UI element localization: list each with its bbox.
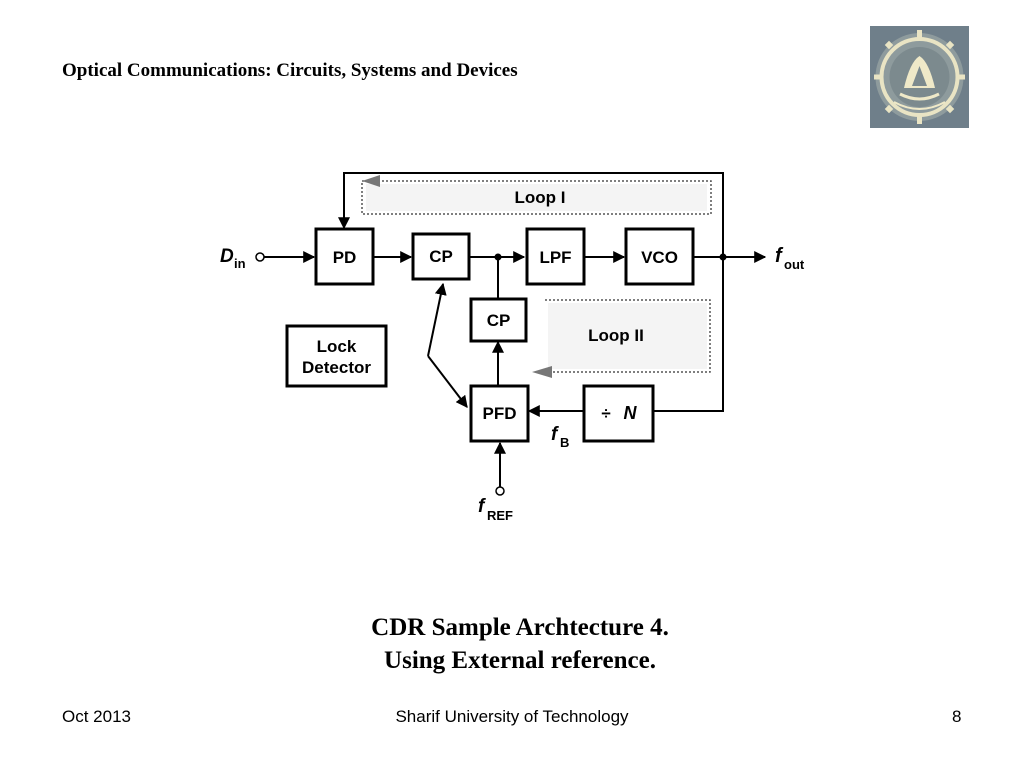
signal-fout-label: f out: [775, 245, 805, 272]
slide-title: Optical Communications: Circuits, System…: [62, 60, 518, 81]
block-divider: ÷ N: [582, 384, 655, 443]
loop-1-path: [338, 172, 724, 257]
footer-institution: Sharif University of Technology: [395, 707, 629, 726]
signal-fb-label: f B: [551, 424, 569, 450]
svg-text:Detector: Detector: [302, 358, 371, 377]
svg-text:PD: PD: [333, 248, 357, 267]
block-cp-top: CP: [411, 232, 471, 281]
svg-text:f: f: [551, 424, 559, 445]
sharif-university-logo: [870, 26, 969, 128]
block-lpf: LPF: [525, 227, 586, 286]
loop-1-label: Loop I: [515, 188, 566, 207]
svg-text:B: B: [560, 435, 569, 450]
page-number: 8: [952, 707, 962, 726]
footer-date: Oct 2013: [62, 707, 131, 726]
svg-text:CP: CP: [429, 247, 453, 266]
svg-text:VCO: VCO: [641, 248, 678, 267]
svg-text:f: f: [478, 496, 486, 517]
block-cp-mid: CP: [469, 297, 528, 343]
svg-text:D: D: [220, 246, 234, 267]
block-pfd: PFD: [469, 384, 530, 443]
signal-din-label: D in: [220, 246, 246, 271]
svg-text:out: out: [784, 257, 805, 272]
block-vco: VCO: [624, 227, 695, 286]
signal-fref-label: f REF: [478, 496, 513, 523]
block-lock-detector: Lock Detector: [285, 324, 388, 388]
svg-text:LPF: LPF: [539, 248, 571, 267]
signal-wires: [264, 251, 767, 488]
svg-text:Lock: Lock: [317, 337, 357, 356]
svg-text:REF: REF: [487, 508, 513, 523]
svg-text:f: f: [775, 245, 784, 267]
loop-2-label: Loop II: [588, 326, 644, 345]
cdr-block-diagram: PD CP LPF VCO CP Lock Detector PFD ÷ N L…: [220, 172, 805, 523]
junction-nodes: [255, 252, 727, 496]
caption-line-1: CDR Sample Archtecture 4.: [371, 614, 669, 641]
svg-text:CP: CP: [487, 311, 511, 330]
loop-2-path: [532, 299, 711, 378]
svg-text:in: in: [234, 256, 246, 271]
svg-text:PFD: PFD: [483, 404, 517, 423]
caption-line-2: Using External reference.: [384, 647, 656, 674]
svg-text:N: N: [624, 403, 638, 423]
block-pd: PD: [314, 227, 375, 286]
divide-symbol: ÷: [601, 404, 610, 423]
